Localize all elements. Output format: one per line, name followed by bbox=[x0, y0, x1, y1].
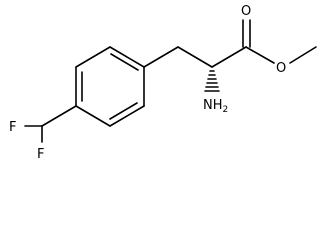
ring-double-bond-1 bbox=[110, 53, 139, 71]
ring-bond-4 bbox=[75, 105, 111, 127]
amine-label: NH2 bbox=[203, 98, 228, 115]
ring-double-bond-2 bbox=[109, 102, 138, 120]
benzene-ring bbox=[75, 46, 145, 127]
ester-oxygen-to-methyl-bond bbox=[289, 46, 317, 64]
carbonyl-to-ester-oxygen-bond bbox=[245, 46, 275, 64]
ester-oxygen-label: O bbox=[276, 61, 286, 76]
ring-to-ch2-bond bbox=[143, 46, 179, 68]
ring-bond-1 bbox=[109, 46, 145, 68]
carbonyl-oxygen-label: O bbox=[241, 4, 251, 19]
hashed-wedge-bond bbox=[204, 70, 220, 92]
chemical-structure-diagram: F F NH2 O O bbox=[9, 4, 317, 162]
ch2-to-alpha-c-bond bbox=[177, 46, 213, 68]
fluorine-top-label: F bbox=[9, 120, 16, 135]
ring-to-chf2-bond bbox=[41, 105, 77, 127]
fluorine-bottom-label: F bbox=[37, 147, 44, 162]
alpha-c-to-carbonyl-bond bbox=[211, 46, 247, 68]
ring-bond-6 bbox=[75, 46, 111, 68]
ring-bond-3 bbox=[109, 105, 145, 127]
